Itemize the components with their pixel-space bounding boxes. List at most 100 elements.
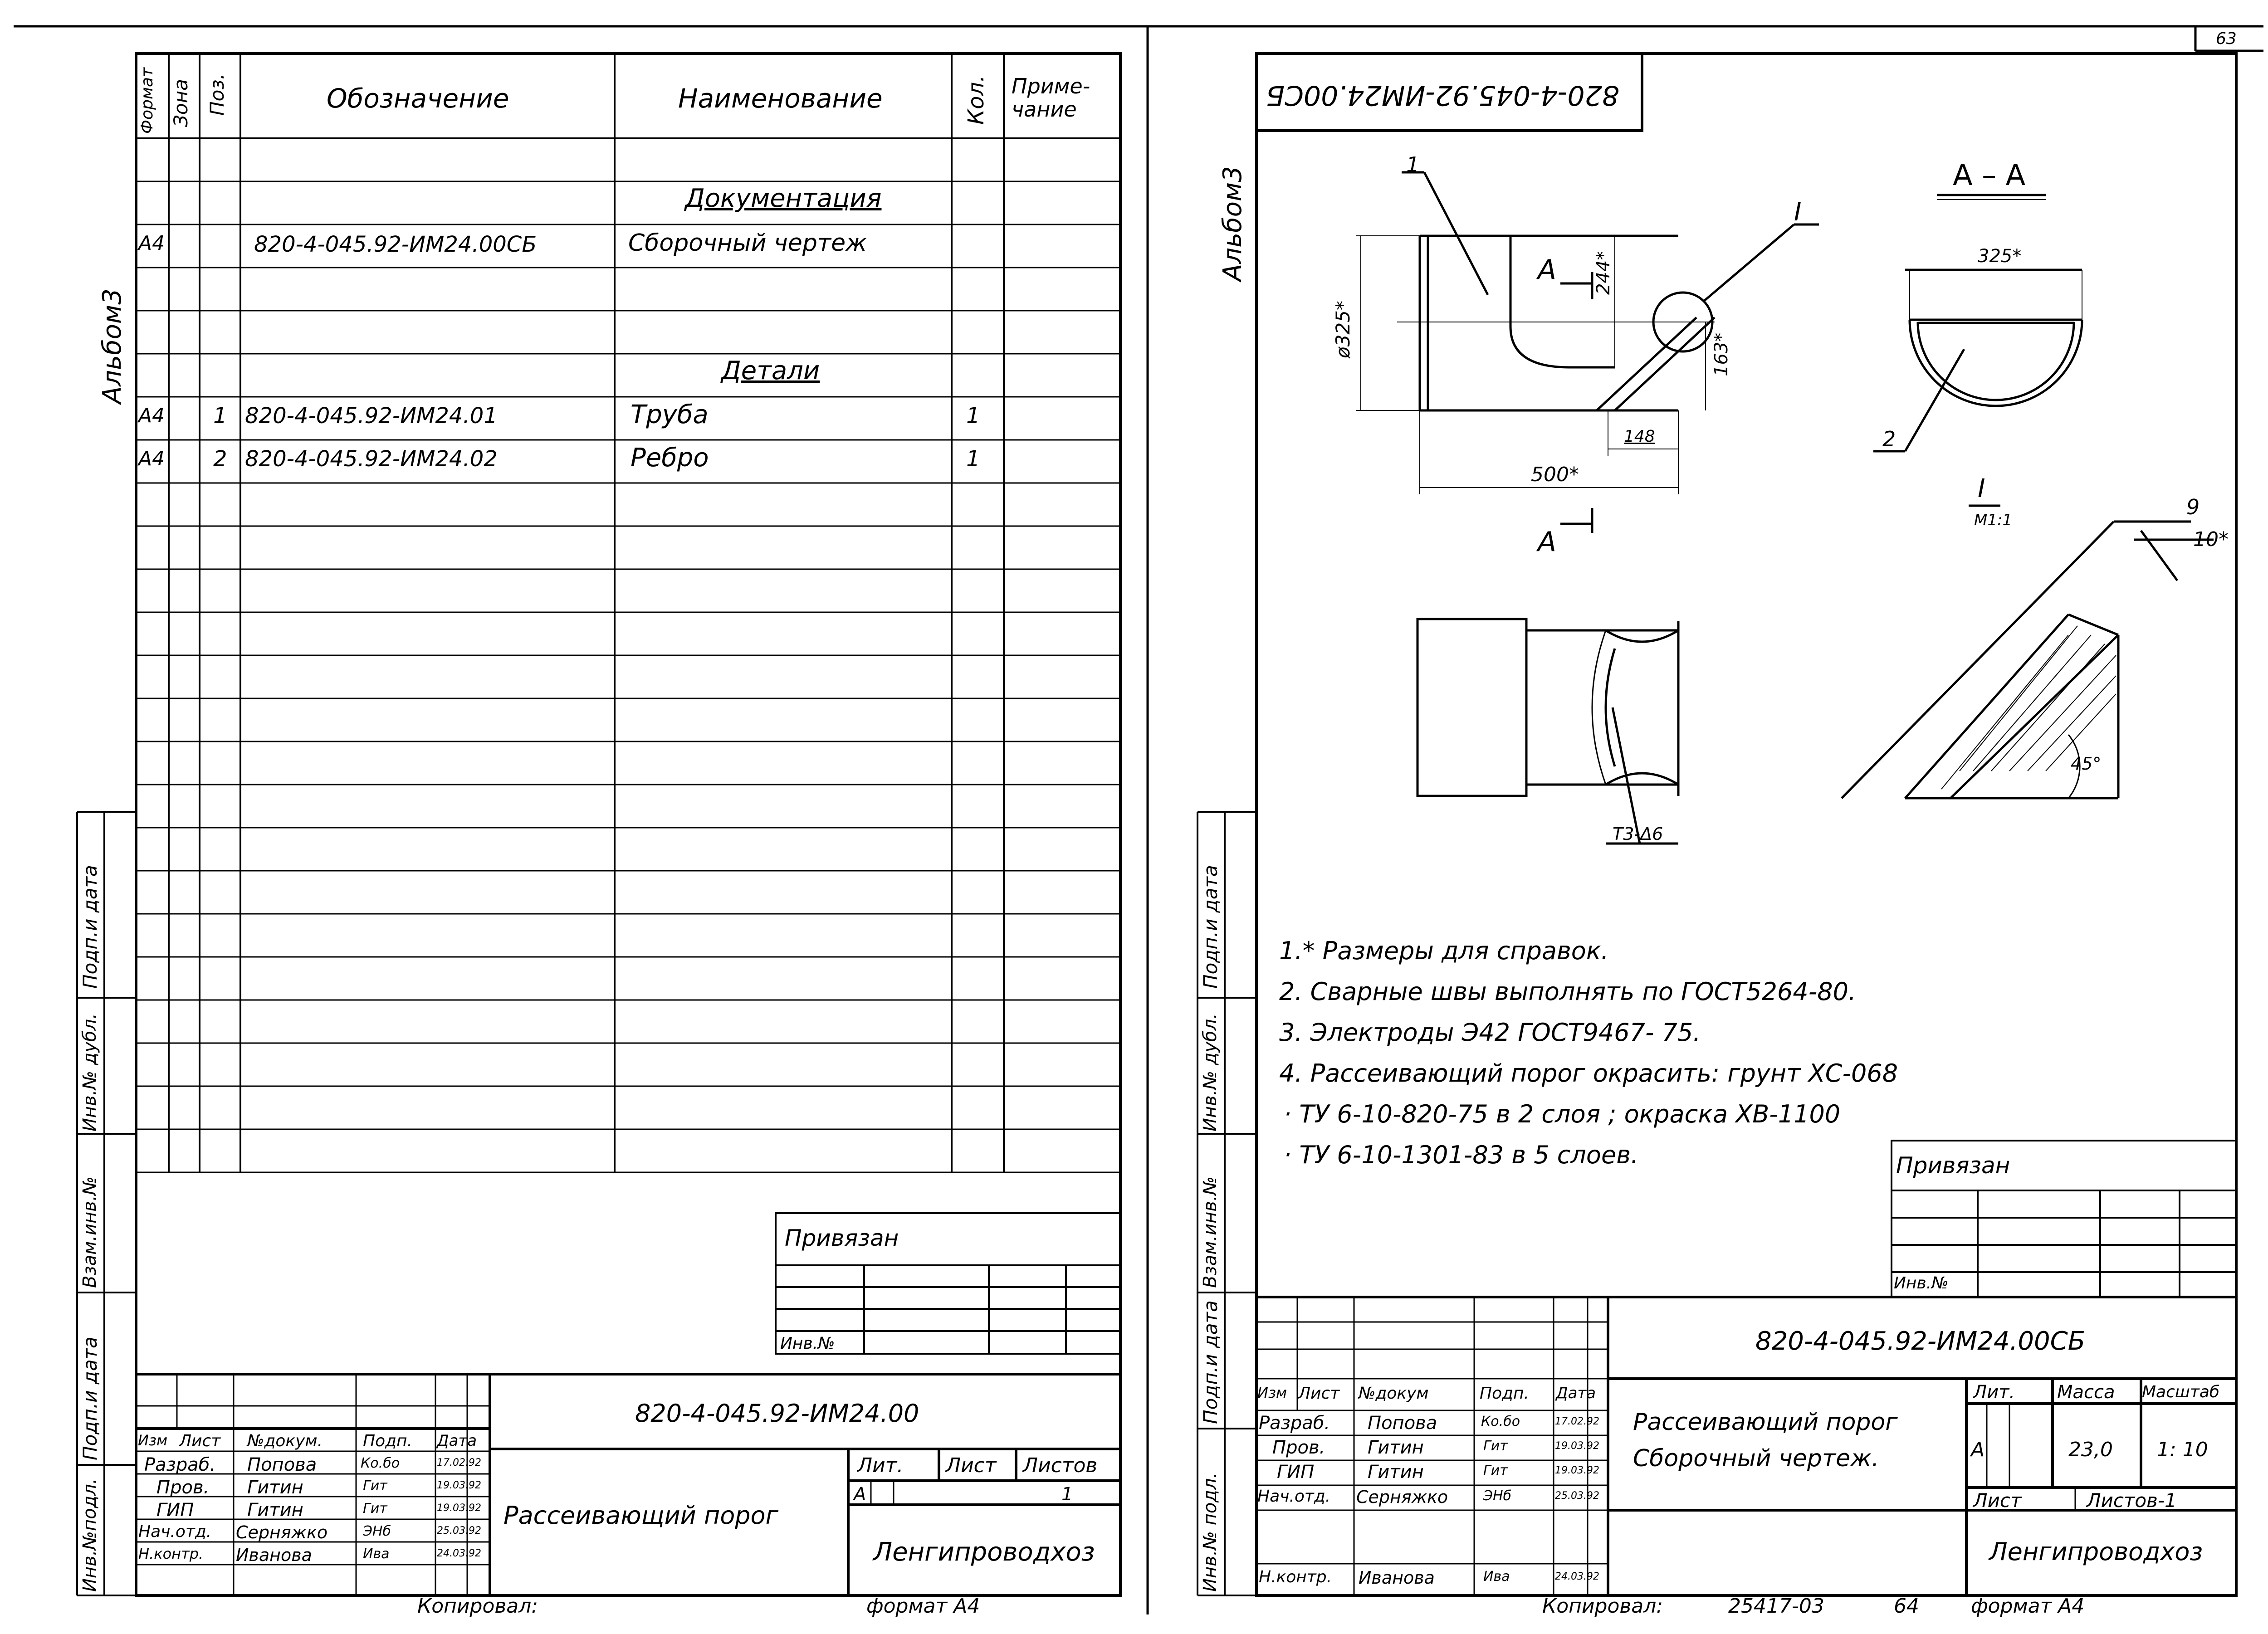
role-date: 25.03.92 bbox=[1555, 1490, 1599, 1502]
organization: Ленгипроводхоз bbox=[1989, 1537, 2203, 1566]
dimension-9: 9 bbox=[2186, 495, 2200, 519]
album-label: Альбом3 bbox=[1218, 166, 1247, 281]
right-title-block bbox=[1256, 1296, 2236, 1595]
sheet-number: 64 bbox=[1894, 1595, 1919, 1618]
pipe-plan-view bbox=[1416, 618, 1680, 845]
role: Н.контр. bbox=[138, 1545, 204, 1562]
lit-value: А bbox=[1971, 1438, 1985, 1461]
note: 3. Электроды Э42 ГОСТ9467- 75. bbox=[1279, 1018, 1701, 1047]
inv-no-label: Инв.№ bbox=[780, 1334, 835, 1353]
header-designation: Обозначение bbox=[327, 83, 509, 114]
copied-label: Копировал: bbox=[1542, 1595, 1663, 1618]
role: Пров. bbox=[1272, 1437, 1325, 1458]
dimension-244: 244* bbox=[1593, 251, 1614, 295]
role-name: Гитин bbox=[1368, 1437, 1424, 1458]
col-header: Подп. bbox=[363, 1432, 412, 1450]
organization: Ленгипроводхоз bbox=[873, 1537, 1095, 1567]
col-header: Лист bbox=[179, 1432, 221, 1450]
role-signature: ЭНб bbox=[1483, 1488, 1512, 1504]
header-pos: Поз. bbox=[206, 73, 228, 116]
role-signature: Гит bbox=[363, 1478, 387, 1494]
header-qty: Кол. bbox=[963, 75, 989, 125]
detail-mark: I bbox=[1978, 474, 1985, 503]
row-name: Труба bbox=[631, 400, 709, 429]
role-date: 24.03.92 bbox=[437, 1548, 481, 1559]
lit-value: А bbox=[854, 1484, 866, 1505]
weld-mark: Т3-Δ6 bbox=[1613, 824, 1663, 844]
row-qty: 1 bbox=[966, 403, 980, 429]
position-2: 2 bbox=[1882, 427, 1896, 451]
role: Разраб. bbox=[144, 1454, 216, 1475]
role-date: 19.03.92 bbox=[437, 1502, 481, 1514]
header-format: Формат bbox=[138, 67, 156, 134]
role: Разраб. bbox=[1259, 1413, 1330, 1434]
role-name: Иванова bbox=[236, 1545, 312, 1565]
row-designation: 820-4-045.92-ИМ24.02 bbox=[245, 446, 498, 472]
left-sheet-frame bbox=[135, 52, 1122, 1597]
row-format: А4 bbox=[138, 404, 165, 427]
col-header: №докум bbox=[1359, 1384, 1429, 1403]
section-label: А – А bbox=[1953, 159, 2026, 192]
dimension-325: 325* bbox=[1978, 246, 2022, 267]
row-pos: 2 bbox=[213, 446, 227, 472]
detail-i-view bbox=[1841, 504, 2214, 800]
role-date: 19.03.92 bbox=[1555, 1465, 1599, 1476]
title-line-2: Сборочный чертеж. bbox=[1633, 1445, 1879, 1472]
mirrored-code: 820-4-045.92-ИМ24.00СБ bbox=[1266, 79, 1619, 111]
section-mark: А bbox=[1538, 526, 1557, 558]
sheets-value: 1 bbox=[1061, 1484, 1073, 1505]
note: 1.* Размеры для справок. bbox=[1279, 937, 1609, 965]
role-date: 19.03.92 bbox=[437, 1480, 481, 1491]
note: · ТУ 6-10-1301-83 в 5 слоев. bbox=[1284, 1141, 1639, 1169]
row-designation: 820-4-045.92-ИМ24.00СБ bbox=[254, 232, 537, 257]
col-header: Подп. bbox=[1480, 1384, 1529, 1403]
role-signature: Ива bbox=[1483, 1569, 1510, 1585]
note: 4. Рассеивающий порог окрасить: грунт ХС… bbox=[1279, 1059, 1898, 1088]
note: · ТУ 6-10-820-75 в 2 слоя ; окраска ХВ-1… bbox=[1284, 1100, 1841, 1128]
title-name: Рассеивающий порог bbox=[503, 1501, 778, 1530]
role: ГИП bbox=[156, 1500, 194, 1521]
row-format: А4 bbox=[138, 232, 165, 255]
role-date: 24.03.92 bbox=[1555, 1571, 1599, 1582]
role-name: Серняжко bbox=[1356, 1487, 1448, 1507]
section-documentation: Документация bbox=[685, 184, 882, 213]
role-signature: Ко.бо bbox=[361, 1455, 400, 1471]
role-name: Серняжко bbox=[236, 1522, 328, 1542]
side-label: Подп.и дата bbox=[79, 865, 101, 989]
role-name: Попова bbox=[1368, 1413, 1437, 1434]
row-qty: 1 bbox=[966, 446, 980, 472]
col-header: Дата bbox=[437, 1432, 477, 1450]
role: Нач.отд. bbox=[1257, 1487, 1331, 1506]
role-name: Гитин bbox=[247, 1477, 303, 1498]
copy-number: 25417-03 bbox=[1728, 1595, 1824, 1618]
role-date: 19.03.92 bbox=[1555, 1440, 1599, 1452]
privyazan-label: Привязан bbox=[1896, 1152, 2010, 1179]
section-details: Детали bbox=[721, 356, 820, 385]
side-label: Взам.инв.№ bbox=[1200, 1176, 1221, 1288]
dimension-diameter: ø325* bbox=[1332, 301, 1354, 358]
row-designation: 820-4-045.92-ИМ24.01 bbox=[245, 403, 498, 429]
role: Нач.отд. bbox=[138, 1522, 212, 1541]
row-format: А4 bbox=[138, 447, 165, 470]
row-pos: 1 bbox=[213, 403, 227, 429]
col-header: Изм bbox=[1257, 1384, 1287, 1401]
mass-value: 23,0 bbox=[2068, 1438, 2113, 1461]
role: Н.контр. bbox=[1259, 1568, 1332, 1586]
dimension-10: 10* bbox=[2193, 528, 2229, 551]
scale-value: 1: 10 bbox=[2157, 1438, 2208, 1461]
role-signature: Гит bbox=[1483, 1463, 1508, 1478]
side-label: Подп.и дата bbox=[1199, 1300, 1222, 1424]
role-signature: ЭНб bbox=[363, 1523, 391, 1539]
album-label: Альбом3 bbox=[98, 288, 127, 404]
angle-45: 45° bbox=[2071, 754, 2102, 774]
copied-label: Копировал: bbox=[417, 1595, 538, 1618]
side-label: Инв.№ подл. bbox=[1200, 1472, 1221, 1592]
note: 2. Сварные швы выполнять по ГОСТ5264-80. bbox=[1279, 977, 1857, 1006]
detail-mark: I bbox=[1794, 197, 1802, 227]
row-name: Ребро bbox=[631, 443, 709, 473]
section-a-a bbox=[1873, 194, 2083, 453]
header-name: Наименование bbox=[678, 83, 883, 114]
role-signature: Гит bbox=[363, 1501, 387, 1517]
side-label: Подп.и дата bbox=[79, 1336, 101, 1460]
